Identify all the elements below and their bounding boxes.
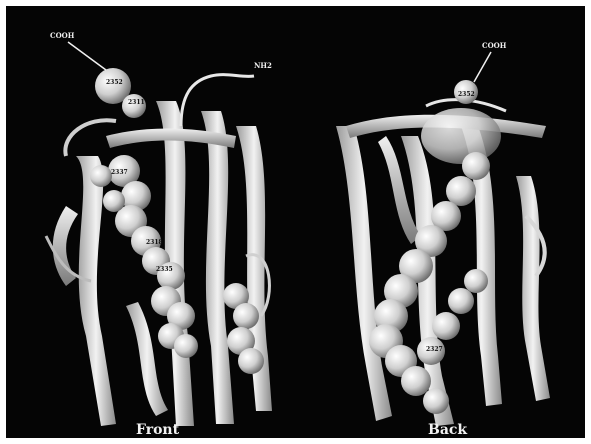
svg-text:2318: 2318 — [146, 239, 163, 246]
front-cooh-label: COOH — [50, 31, 75, 40]
svg-text:2335: 2335 — [156, 266, 173, 273]
front-view: 2352 2311 2337 2318 2335 COOH NH2 Front — [46, 31, 272, 438]
svg-text:2337: 2337 — [111, 169, 128, 176]
back-view: 2352 2327 COOH Back — [336, 41, 550, 438]
back-caption: Back — [428, 422, 467, 438]
svg-text:2311: 2311 — [128, 99, 145, 106]
back-cooh-label: COOH — [482, 41, 507, 50]
svg-text:2352: 2352 — [458, 91, 475, 98]
protein-figure: 2352 2311 2337 2318 2335 COOH NH2 Front — [6, 6, 585, 438]
front-nh2-label: NH2 — [254, 61, 272, 70]
front-caption: Front — [136, 422, 180, 438]
protein-structure-image: 2352 2311 2337 2318 2335 COOH NH2 Front — [6, 6, 585, 438]
svg-text:2352: 2352 — [106, 79, 123, 86]
svg-text:2327: 2327 — [426, 346, 443, 353]
